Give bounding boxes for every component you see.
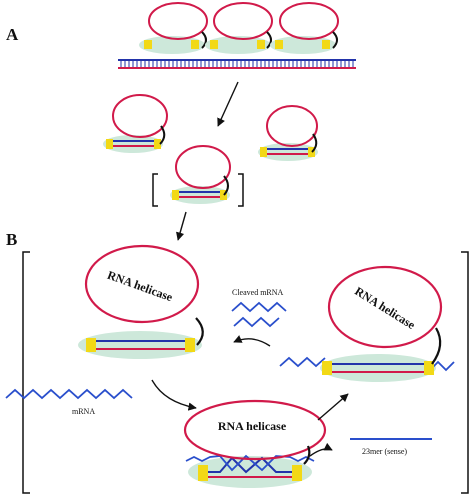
complex-end-cap xyxy=(106,139,113,149)
complex-end-cap xyxy=(308,147,315,157)
linker xyxy=(303,445,311,465)
helicase-label: RNA helicase xyxy=(218,419,287,433)
bracketed-complex xyxy=(152,145,244,207)
helicase-label: RNA helicase xyxy=(352,284,418,332)
sirna-complex-left xyxy=(103,94,168,153)
complex-end-cap xyxy=(198,465,208,481)
target-mrna-strand xyxy=(279,356,326,368)
cleaved-mrna-fragment xyxy=(231,301,287,313)
complex-end-cap xyxy=(322,40,330,49)
sirna-complex-right xyxy=(258,105,318,161)
helicase-complex-top-left: RNA helicase xyxy=(78,244,204,359)
helicase-ring xyxy=(183,399,327,461)
complex-end-cap xyxy=(185,338,195,352)
cycle-bracket-right xyxy=(461,251,469,494)
complex-end-cap xyxy=(292,465,302,481)
complex-end-cap xyxy=(257,40,265,49)
complex-body xyxy=(103,135,163,153)
complex-end-cap xyxy=(172,190,179,200)
helicase-ring xyxy=(279,2,339,40)
long-dsrna xyxy=(118,59,356,69)
linker xyxy=(201,31,207,49)
complex-end-cap xyxy=(275,40,283,49)
linker xyxy=(266,31,272,49)
arrow-mrna-binding xyxy=(151,379,197,411)
complex-body xyxy=(258,143,318,161)
linker xyxy=(311,133,318,153)
panel-label-a: A xyxy=(6,25,19,44)
complex-a2 xyxy=(205,2,273,54)
bracket-left xyxy=(152,173,158,207)
complex-body xyxy=(270,36,336,54)
complex-end-cap xyxy=(220,190,227,200)
complex-body xyxy=(78,331,202,359)
arrow-release-to-complex xyxy=(233,335,271,347)
unwinding-strand xyxy=(205,456,298,474)
target-mrna-strand xyxy=(185,454,315,472)
bracket-right xyxy=(238,173,244,207)
sense-23mer-label: 23mer (sense) xyxy=(362,447,407,456)
arrow-to-cleavage xyxy=(317,393,349,421)
complex-a3 xyxy=(270,2,339,54)
panel-label-b: B xyxy=(6,230,17,249)
complex-a1 xyxy=(139,2,208,54)
linker xyxy=(332,31,338,49)
complex-end-cap xyxy=(86,338,96,352)
complex-end-cap xyxy=(322,361,332,375)
complex-body xyxy=(320,354,436,382)
arrow-sense-release xyxy=(309,442,333,457)
cleaved-mrna-label: Cleaved mRNA xyxy=(232,288,284,297)
helicase-ring xyxy=(213,2,273,40)
mrna-label: mRNA xyxy=(72,407,95,416)
arrow-cleavage xyxy=(217,81,239,127)
helicase-complex-bottom: RNA helicase xyxy=(183,399,327,488)
complex-end-cap xyxy=(260,147,267,157)
complex-body xyxy=(205,36,271,54)
complex-end-cap xyxy=(154,139,161,149)
complex-end-cap xyxy=(144,40,152,49)
mrna-input-strand xyxy=(5,388,133,400)
linker xyxy=(195,317,204,346)
arrow-to-panel-b xyxy=(176,211,187,241)
complex-end-cap xyxy=(424,361,434,375)
linker xyxy=(159,125,166,145)
complex-body xyxy=(139,36,205,54)
complex-end-cap xyxy=(191,40,199,49)
helicase-ring xyxy=(84,244,200,324)
helicase-ring xyxy=(266,105,318,147)
helicase-label: RNA helicase xyxy=(106,268,176,305)
cleaved-mrna-fragment xyxy=(233,316,280,328)
dsrna-base-pairs xyxy=(120,61,354,67)
helicase-ring xyxy=(175,145,231,189)
helicase-ring xyxy=(327,265,443,349)
helicase-ring xyxy=(148,2,208,40)
helicase-complex-right: RNA helicase xyxy=(279,265,455,382)
complex-body xyxy=(170,186,230,204)
linker xyxy=(431,327,442,365)
helicase-ring xyxy=(112,94,168,138)
complex-end-cap xyxy=(210,40,218,49)
linker xyxy=(223,175,229,196)
cycle-bracket-left xyxy=(22,251,30,494)
complex-body xyxy=(188,456,312,488)
